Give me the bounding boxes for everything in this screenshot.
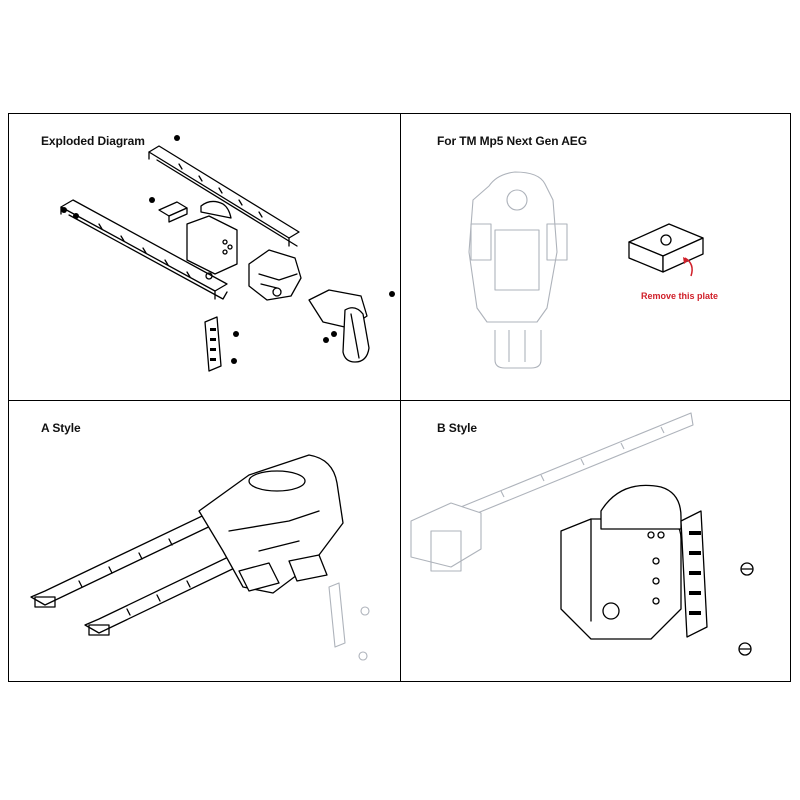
screw-icon [738, 562, 754, 656]
plate-part-illustration [628, 223, 704, 273]
receiver-outline-illustration [468, 171, 704, 369]
panel-title-b-style: B Style [437, 421, 477, 435]
stock-mount-illustration [410, 412, 754, 656]
panel-title-exploded: Exploded Diagram [41, 134, 145, 148]
exploded-parts-illustration [60, 135, 395, 372]
remove-plate-callout: Remove this plate [641, 291, 719, 301]
panel-a-style: A Style [8, 400, 400, 682]
panel-b-style: B Style [400, 400, 791, 682]
stock-assembly-illustration [30, 454, 370, 661]
panel-title-tm-mp5: For TM Mp5 Next Gen AEG [437, 134, 587, 148]
panel-exploded-diagram: Exploded Diagram [8, 113, 400, 400]
panel-title-a-style: A Style [41, 421, 81, 435]
panel-tm-mp5: For TM Mp5 Next Gen AEG Remove this plat… [400, 113, 791, 400]
